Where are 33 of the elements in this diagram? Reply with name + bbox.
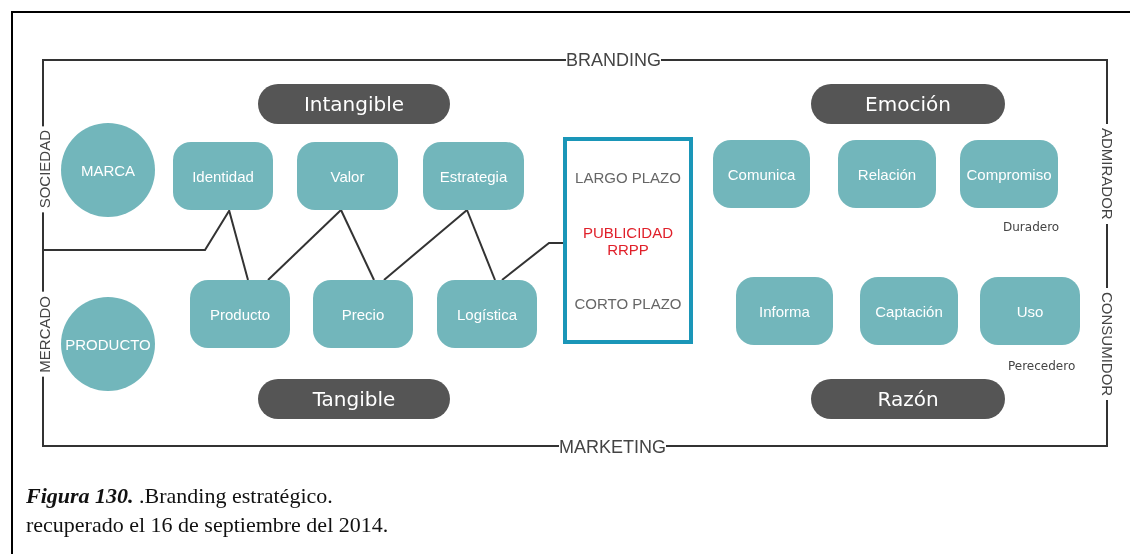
category-pill: Emoción xyxy=(811,84,1005,124)
concept-box: Relación xyxy=(838,140,936,208)
concept-box: Precio xyxy=(313,280,413,348)
note-text: Duradero xyxy=(1003,220,1060,234)
connector-line xyxy=(501,242,564,281)
concept-box: Compromiso xyxy=(960,140,1058,208)
category-pill: Razón xyxy=(811,379,1005,419)
concept-circle: MARCA xyxy=(61,123,155,217)
concept-box: Valor xyxy=(297,142,398,210)
connector-line xyxy=(228,209,249,281)
figure-caption: recuperado el 16 de septiembre del 2014. xyxy=(26,512,389,538)
timeframe-box xyxy=(563,137,693,344)
note-text: Perecedero xyxy=(1008,359,1076,373)
node-text: PUBLICIDAD RRPP xyxy=(582,223,674,258)
concept-box: Comunica xyxy=(713,140,810,208)
concept-box: Captación xyxy=(860,277,958,345)
connector-line xyxy=(340,209,375,281)
concept-box: Estrategia xyxy=(423,142,524,210)
concept-box: Identidad xyxy=(173,142,273,210)
concept-box: Logística xyxy=(437,280,537,348)
category-pill: Intangible xyxy=(258,84,450,124)
concept-box: Informa xyxy=(736,277,833,345)
node-text: CORTO PLAZO xyxy=(574,295,682,312)
connector-line xyxy=(383,209,468,281)
category-pill: Tangible xyxy=(258,379,450,419)
connector-line xyxy=(466,209,496,281)
connector-line xyxy=(267,209,342,281)
concept-box: Producto xyxy=(190,280,290,348)
concept-circle: PRODUCTO xyxy=(61,297,155,391)
concept-box: Uso xyxy=(980,277,1080,345)
connector-line xyxy=(42,210,230,251)
figure-title: Figura 130. .Branding estratégico. xyxy=(26,483,333,509)
node-text: LARGO PLAZO xyxy=(575,169,681,186)
